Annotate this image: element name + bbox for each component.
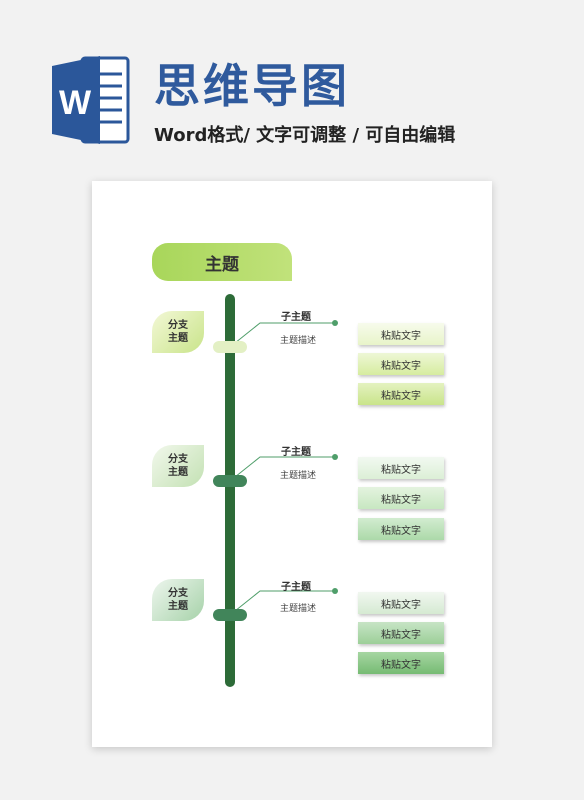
connector-lines bbox=[229, 320, 338, 616]
leaf-text-box[interactable]: 粘贴文字 bbox=[358, 457, 444, 479]
branch-label-line2: 主题 bbox=[168, 333, 188, 344]
leaf-text-box[interactable]: 粘贴文字 bbox=[358, 383, 444, 405]
connector-dot-2 bbox=[332, 454, 338, 460]
subtopic-description-2[interactable]: 主题描述 bbox=[279, 471, 316, 481]
connector-dot-1 bbox=[332, 320, 338, 326]
subtopic-title-3[interactable]: 子主题 bbox=[281, 582, 311, 593]
leaf-text-box[interactable]: 粘贴文字 bbox=[358, 487, 444, 509]
leaf-text-box[interactable]: 粘贴文字 bbox=[358, 622, 444, 644]
branch-node-1 bbox=[213, 341, 247, 353]
main-topic[interactable]: 主题 bbox=[152, 243, 292, 281]
subtopic-title-2[interactable]: 子主题 bbox=[281, 447, 311, 458]
branch-topic-3[interactable]: 分支 主题 bbox=[152, 579, 204, 621]
leaf-text-box[interactable]: 粘贴文字 bbox=[358, 353, 444, 375]
branch-node-3 bbox=[213, 609, 247, 621]
page-subtitle: Word格式/ 文字可调整 / 可自由编辑 bbox=[154, 125, 456, 146]
word-logo-letter: W bbox=[59, 84, 92, 122]
branch-topic-2[interactable]: 分支 主题 bbox=[152, 445, 204, 487]
connector-dot-3 bbox=[332, 588, 338, 594]
branch-label-line1: 分支 bbox=[168, 588, 188, 599]
microsoft-word-icon: W bbox=[52, 56, 130, 144]
connector-2 bbox=[229, 456, 335, 482]
leaf-text-box[interactable]: 粘贴文字 bbox=[358, 592, 444, 614]
branch-label-line2: 主题 bbox=[168, 601, 188, 612]
branch-node-2 bbox=[213, 475, 247, 487]
subtopic-description-3[interactable]: 主题描述 bbox=[279, 604, 316, 614]
leaf-text-box[interactable]: 粘贴文字 bbox=[358, 652, 444, 674]
timeline-trunk bbox=[225, 294, 235, 687]
branch-label-line2: 主题 bbox=[168, 467, 188, 478]
branch-label-line1: 分支 bbox=[168, 320, 188, 331]
connector-3 bbox=[229, 590, 335, 616]
leaf-text-box[interactable]: 粘贴文字 bbox=[358, 323, 444, 345]
mindmap-document: 主题 分支 主题 分支 主题 分支 主题 子主题 主题描述 子主题 主题描述 子… bbox=[92, 181, 492, 747]
leaf-text-box[interactable]: 粘贴文字 bbox=[358, 518, 444, 540]
branch-topic-1[interactable]: 分支 主题 bbox=[152, 311, 204, 353]
subtopic-description-1[interactable]: 主题描述 bbox=[279, 336, 316, 346]
branch-label-line1: 分支 bbox=[168, 454, 188, 465]
subtopic-title-1[interactable]: 子主题 bbox=[281, 312, 311, 323]
page-title: 思维导图 bbox=[154, 59, 350, 113]
connector-1 bbox=[229, 322, 335, 348]
